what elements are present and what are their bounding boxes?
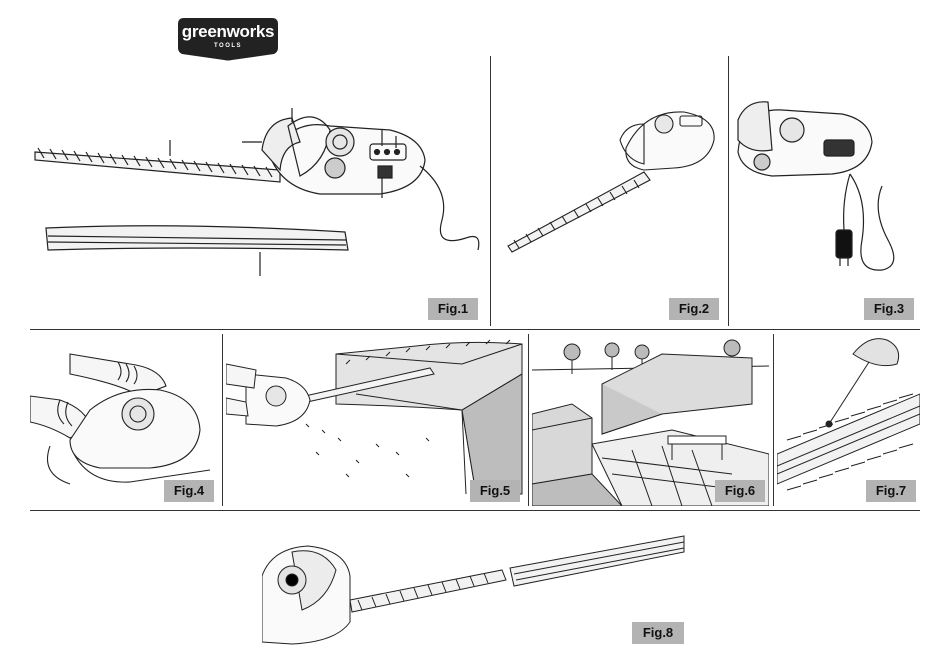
divider-vertical-1 bbox=[490, 56, 491, 326]
power-cord-connection-illustration bbox=[732, 90, 920, 325]
figure-7-label: Fig.7 bbox=[866, 480, 916, 502]
brand-name: greenworks bbox=[176, 22, 280, 42]
brand-logo: greenworks TOOLS bbox=[176, 14, 280, 62]
divider-vertical-2 bbox=[728, 56, 729, 326]
figure-5-label: Fig.5 bbox=[470, 480, 520, 502]
figure-6-panel: Fig.6 bbox=[532, 334, 769, 506]
figure-8-panel: Fig.8 bbox=[262, 530, 690, 655]
divider-horizontal-2 bbox=[30, 510, 920, 511]
figure-3-label: Fig.3 bbox=[864, 298, 914, 320]
hedge-trimmer-overview-illustration bbox=[494, 90, 724, 325]
figure-1-panel: Fig.1 bbox=[30, 90, 485, 325]
figure-3-panel: Fig.3 bbox=[732, 90, 920, 325]
figure-6-label: Fig.6 bbox=[715, 480, 765, 502]
figure-8-label: Fig.8 bbox=[632, 622, 684, 644]
figure-7-panel: Fig.7 bbox=[777, 334, 920, 506]
hedge-trimmer-parts-illustration bbox=[30, 90, 485, 325]
divider-vertical-5 bbox=[773, 334, 774, 506]
divider-horizontal-1 bbox=[30, 329, 920, 330]
figure-2-label: Fig.2 bbox=[669, 298, 719, 320]
figure-1-label: Fig.1 bbox=[428, 298, 478, 320]
divider-vertical-4 bbox=[528, 334, 529, 506]
figure-2-panel: Fig.2 bbox=[494, 90, 724, 325]
brand-sub: TOOLS bbox=[176, 43, 280, 49]
figure-4-panel: Fig.4 bbox=[30, 334, 218, 506]
figure-5-panel: Fig.5 bbox=[226, 334, 524, 506]
figure-4-label: Fig.4 bbox=[164, 480, 214, 502]
divider-vertical-3 bbox=[222, 334, 223, 506]
blade-guard-fitting-illustration bbox=[262, 530, 690, 655]
